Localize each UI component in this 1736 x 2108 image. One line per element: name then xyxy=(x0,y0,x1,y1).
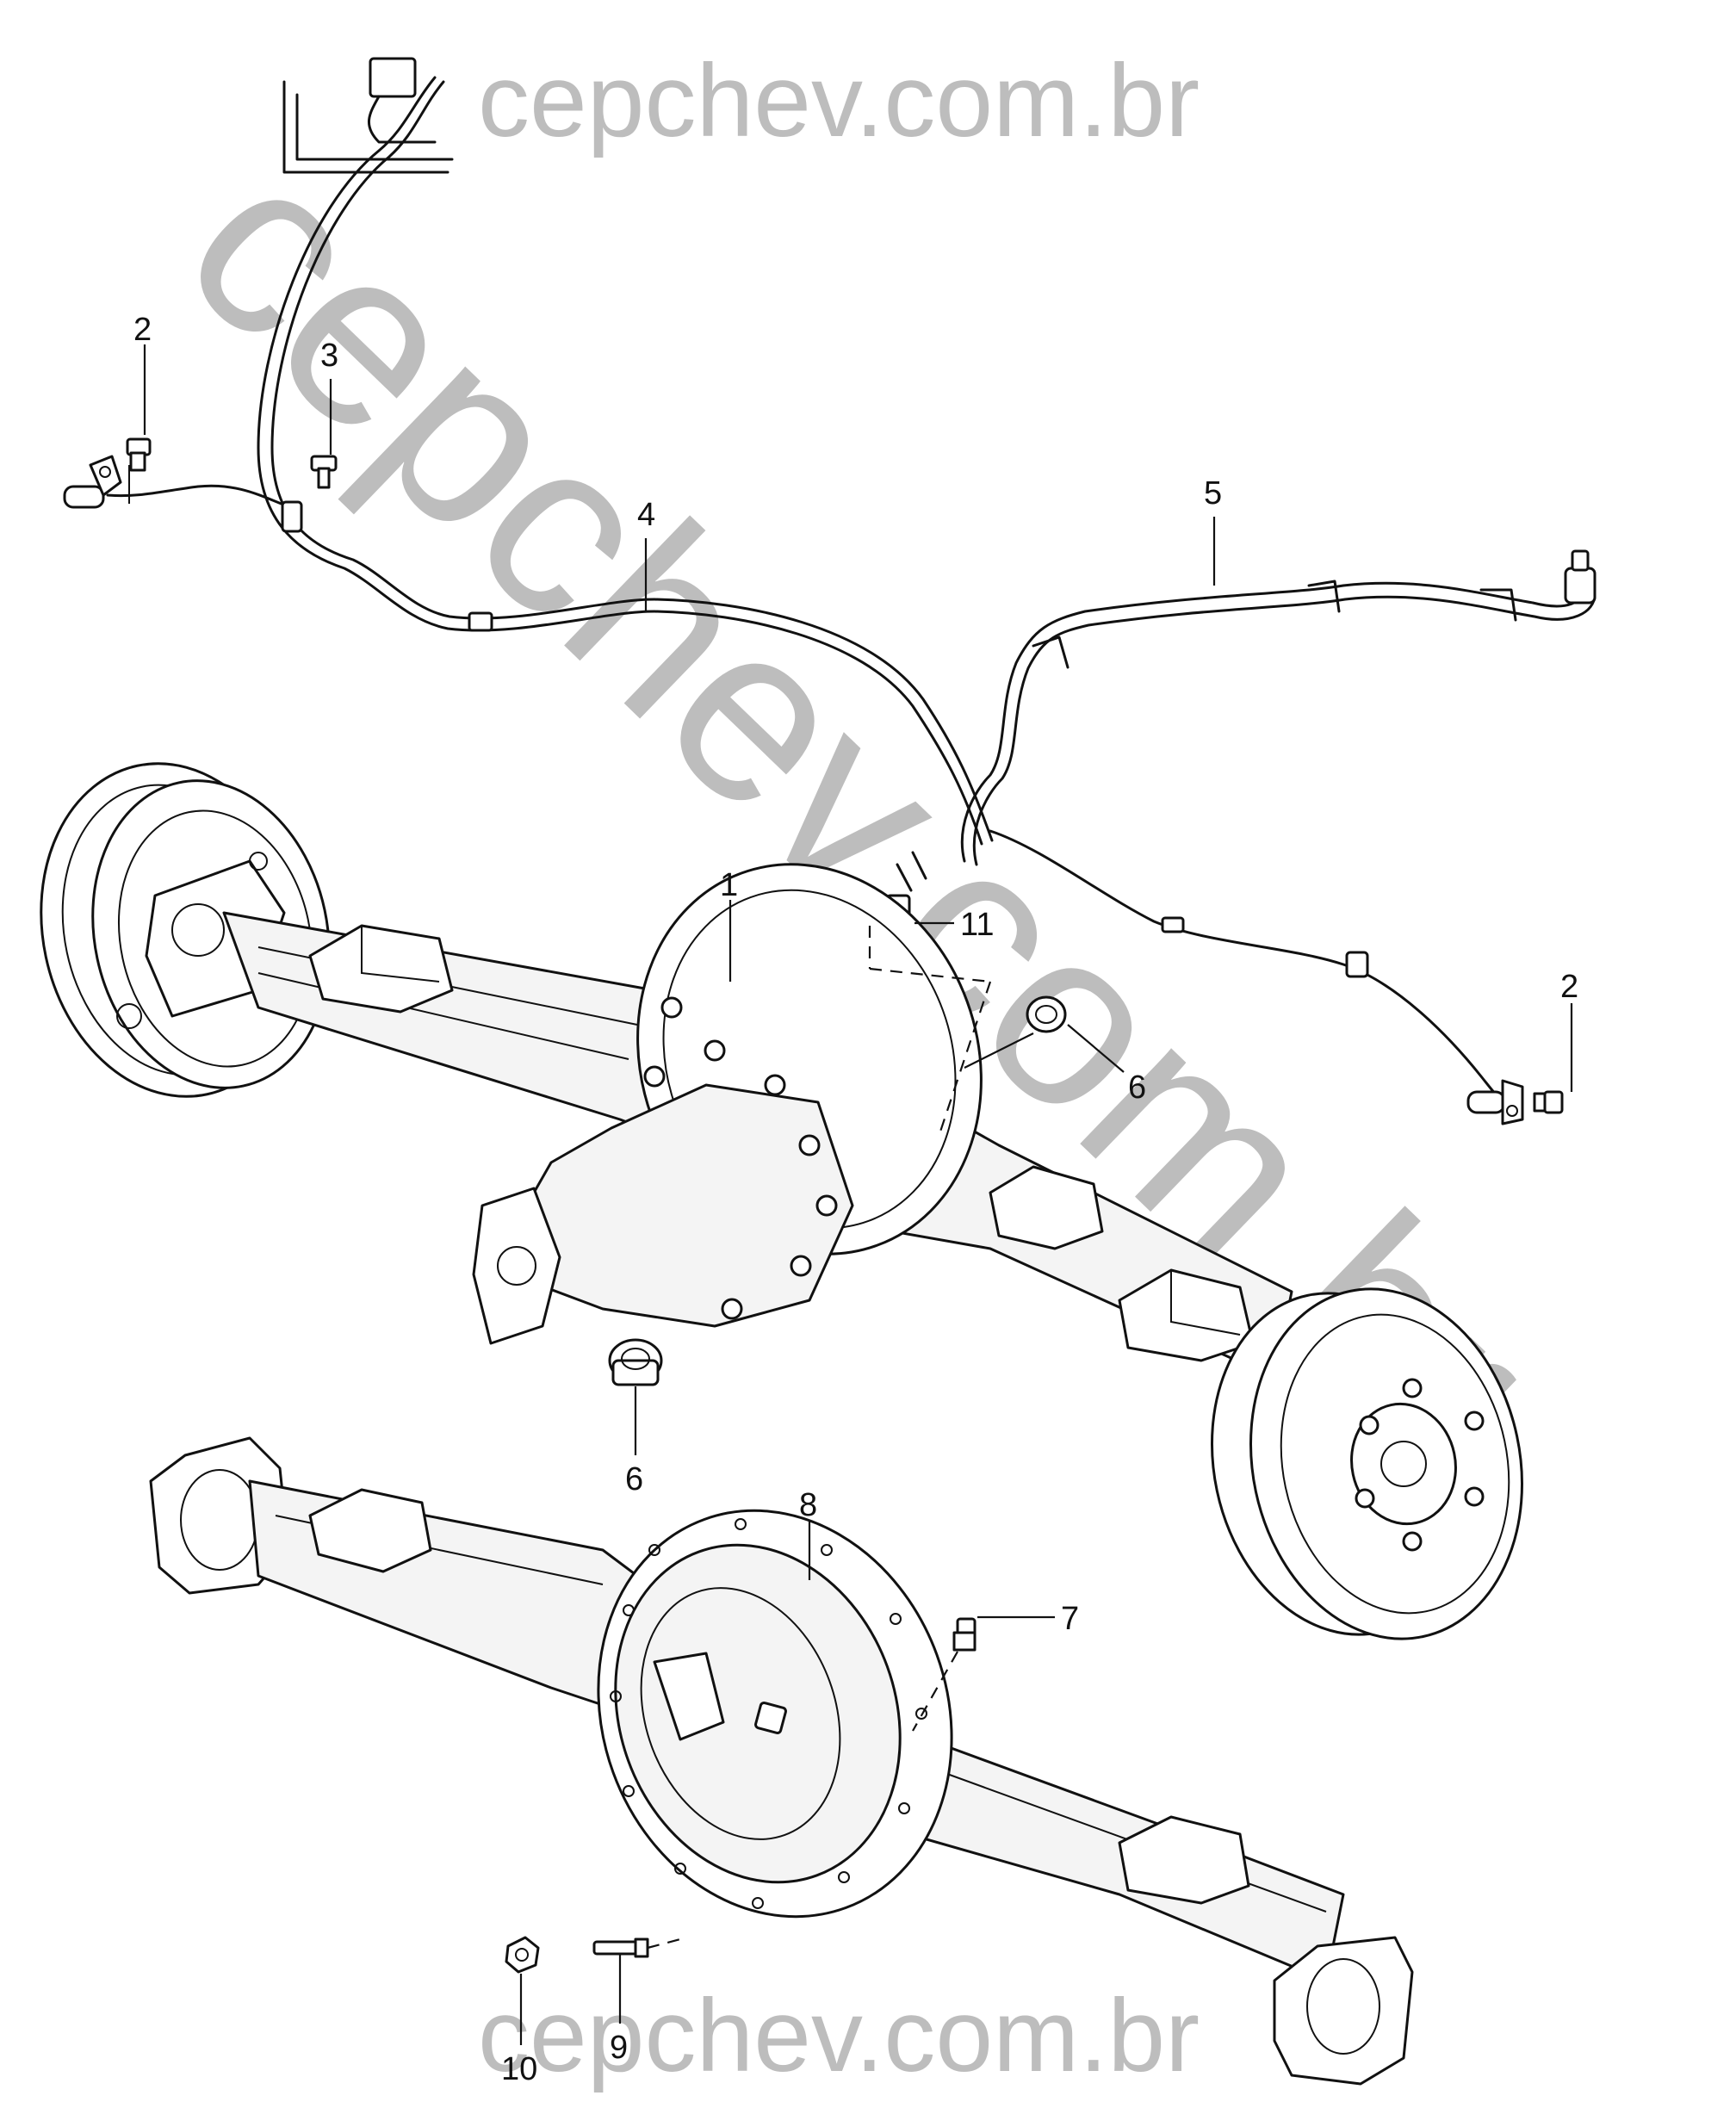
callout-3: 3 xyxy=(320,338,338,374)
nut-10 xyxy=(505,1936,540,1974)
wheel-hub xyxy=(1350,1402,1457,1526)
callout-9: 9 xyxy=(610,2030,628,2066)
housing-right-flange xyxy=(1273,1936,1414,2086)
leader-lines xyxy=(143,344,1573,2045)
callout-7: 7 xyxy=(1061,1601,1079,1637)
watermark-top: cepchev.com.br xyxy=(478,43,1200,158)
harness-right-wire xyxy=(960,549,1596,1107)
harness-left-wire xyxy=(106,57,994,846)
callout-6-lower: 6 xyxy=(625,1461,643,1497)
carrier-bolts xyxy=(643,996,838,1320)
callout-2-left: 2 xyxy=(133,312,152,348)
stud-9 xyxy=(592,1938,649,1958)
callout-4: 4 xyxy=(637,497,655,533)
clip-3 xyxy=(310,455,338,489)
housing-bolt-holes xyxy=(610,1518,927,1909)
bolt-2-left xyxy=(126,437,152,472)
callout-10: 10 xyxy=(501,2051,537,2087)
wheel-studs xyxy=(1355,1378,1485,1552)
harness-connector-5 xyxy=(1564,567,1596,604)
right-wheel-speed-sensor xyxy=(1466,1079,1524,1125)
bushing-6-upper xyxy=(1026,995,1067,1033)
bushing-6-lower xyxy=(608,1338,663,1386)
pinion-yoke xyxy=(472,1187,561,1345)
callout-1: 1 xyxy=(720,867,738,903)
watermark-bottom: cepchev.com.br xyxy=(478,1978,1200,2093)
fitting-7 xyxy=(952,1617,976,1652)
axle-housing xyxy=(149,1436,1414,2086)
callout-6-upper: 6 xyxy=(1128,1070,1146,1106)
bolt-2-right xyxy=(1533,1090,1564,1114)
harness-connector-4 xyxy=(369,57,417,98)
callout-11: 11 xyxy=(960,907,994,943)
callout-2-right: 2 xyxy=(1560,969,1578,1005)
rear-axle-assembly xyxy=(40,762,1523,1640)
callout-8: 8 xyxy=(799,1487,817,1523)
left-wheel-speed-sensor xyxy=(63,455,122,509)
callout-labels: 2 3 4 5 1 11 6 2 6 8 7 9 10 xyxy=(133,312,1578,2087)
callout-5: 5 xyxy=(1204,475,1222,512)
